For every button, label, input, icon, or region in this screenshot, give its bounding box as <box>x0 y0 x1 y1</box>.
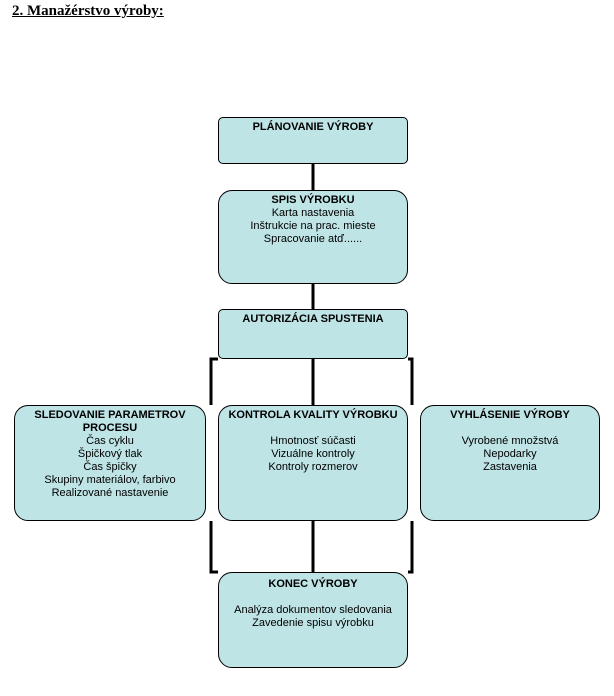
node-spec-line: Spracovanie atď...... <box>263 233 363 245</box>
node-report-line: Zastavenia <box>483 461 537 473</box>
node-monitor-line: Špičkový tlak <box>77 448 143 460</box>
node-planning-title: PLÁNOVANIE VÝROBY <box>252 121 374 133</box>
node-end-title: KONEC VÝROBY <box>268 578 358 590</box>
node-quality-title: KONTROLA KVALITY VÝROBKU <box>228 409 398 421</box>
node-end-line: Zavedenie spisu výrobku <box>252 617 374 629</box>
node-auth-title: AUTORIZÁCIA SPUSTENIA <box>242 313 384 325</box>
node-end: KONEC VÝROBY Analýza dokumentov sledovan… <box>218 572 408 668</box>
node-quality-line: Hmotnosť súčasti <box>270 435 356 447</box>
node-monitor-line: Skupiny materiálov, farbivo <box>44 474 176 486</box>
connector-report-end <box>408 521 414 574</box>
node-report-line: Vyrobené množstvá <box>461 435 559 447</box>
node-end-line: Analýza dokumentov sledovania <box>234 604 392 616</box>
node-monitor-line: Čas cyklu <box>86 435 134 447</box>
node-report-line: Nepodarky <box>483 448 537 460</box>
node-monitor-line: Realizované nastavenie <box>51 487 169 499</box>
node-monitor: SLEDOVANIE PARAMETROV PROCESU Čas cyklu … <box>14 405 206 521</box>
node-auth: AUTORIZÁCIA SPUSTENIA <box>218 309 408 359</box>
node-quality-line: Kontroly rozmerov <box>268 461 358 473</box>
node-planning: PLÁNOVANIE VÝROBY <box>218 117 408 164</box>
node-spec-title: SPIS VÝROBKU <box>271 194 355 206</box>
node-monitor-line: Čas špičky <box>83 461 137 473</box>
page-heading: 2. Manažérstvo výroby: <box>12 3 164 19</box>
connector-auth-monitor <box>209 357 218 405</box>
node-spec-line: Karta nastavenia <box>271 207 355 219</box>
node-report: VYHLÁSENIE VÝROBY Vyrobené množstvá Nepo… <box>420 405 600 521</box>
connector-monitor-end <box>209 521 218 574</box>
node-spec-line: Inštrukcie na prac. mieste <box>250 220 376 232</box>
node-quality-line: Vizuálne kontroly <box>271 448 355 460</box>
node-quality: KONTROLA KVALITY VÝROBKU Hmotnosť súčast… <box>218 405 408 521</box>
node-report-title: VYHLÁSENIE VÝROBY <box>450 409 570 421</box>
node-monitor-title: SLEDOVANIE PARAMETROV PROCESU <box>34 409 186 434</box>
node-spec: SPIS VÝROBKU Karta nastavenia Inštrukcie… <box>218 190 408 284</box>
connector-auth-report <box>408 357 414 405</box>
